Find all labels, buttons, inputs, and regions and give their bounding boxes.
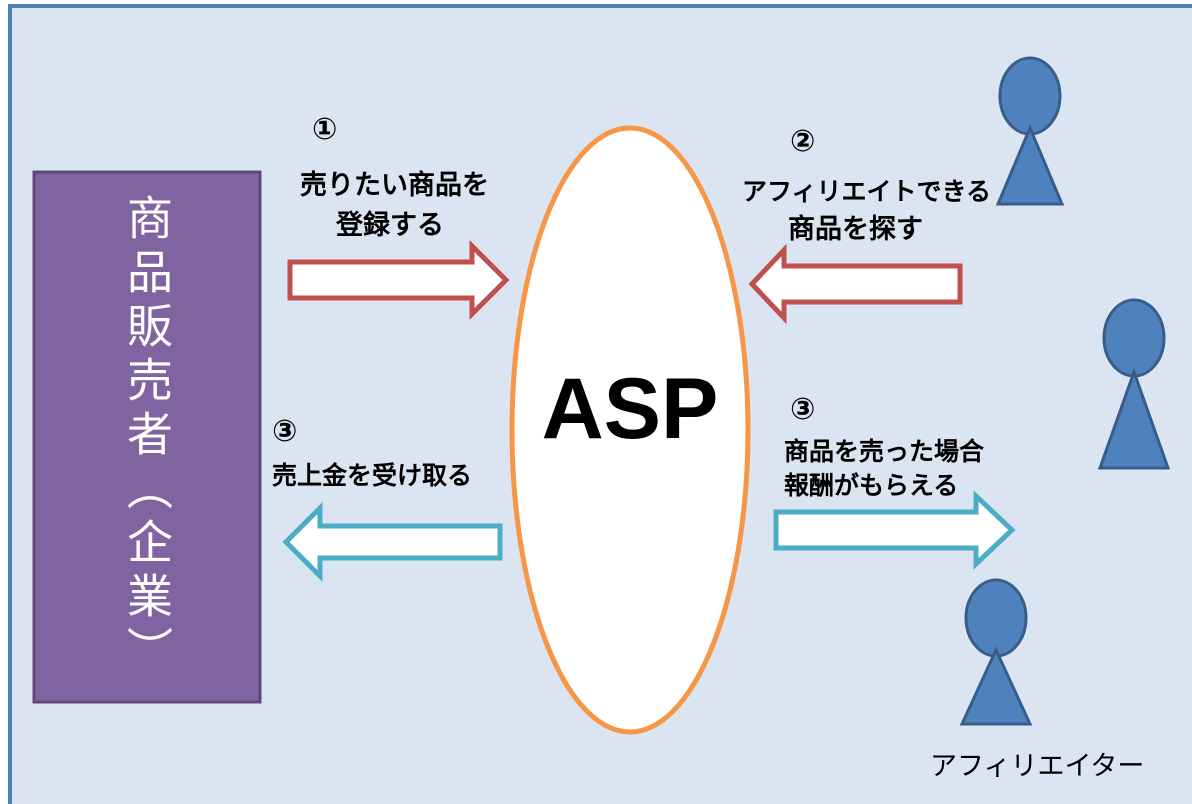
step1-line1: 売りたい商品を xyxy=(300,170,489,201)
arrow-search-products xyxy=(748,243,963,325)
arrow-receive-sales xyxy=(282,501,503,583)
step3-right-line2: 報酬がもらえる xyxy=(784,471,959,500)
step3-right-number: ③ xyxy=(790,392,816,427)
person-icon xyxy=(1097,298,1171,470)
person-icon xyxy=(959,578,1033,726)
seller-label: 商品販売者（企業） xyxy=(120,194,174,680)
step3-right-line1: 商品を売った場合 xyxy=(784,437,985,466)
step1-number: ① xyxy=(312,112,338,147)
seller-box xyxy=(32,170,262,704)
step1-line2: 登録する xyxy=(336,210,444,241)
step3-left-line1: 売上金を受け取る xyxy=(272,461,473,490)
arrow-receive-reward xyxy=(773,490,1016,570)
person-icon xyxy=(995,56,1065,206)
step3-left-number: ③ xyxy=(272,414,298,449)
asp-label: ASP xyxy=(541,361,719,457)
step2-line1: アフィリエイトできる xyxy=(742,177,992,206)
step2-number: ② xyxy=(790,124,816,159)
asp-ellipse xyxy=(509,125,751,735)
step2-line2: 商品を探す xyxy=(788,214,923,245)
affiliater-label: アフィリエイター xyxy=(930,751,1145,782)
arrow-register-products xyxy=(287,239,510,321)
seller-box-label-wrap: 商品販売者（企業） xyxy=(34,172,260,702)
